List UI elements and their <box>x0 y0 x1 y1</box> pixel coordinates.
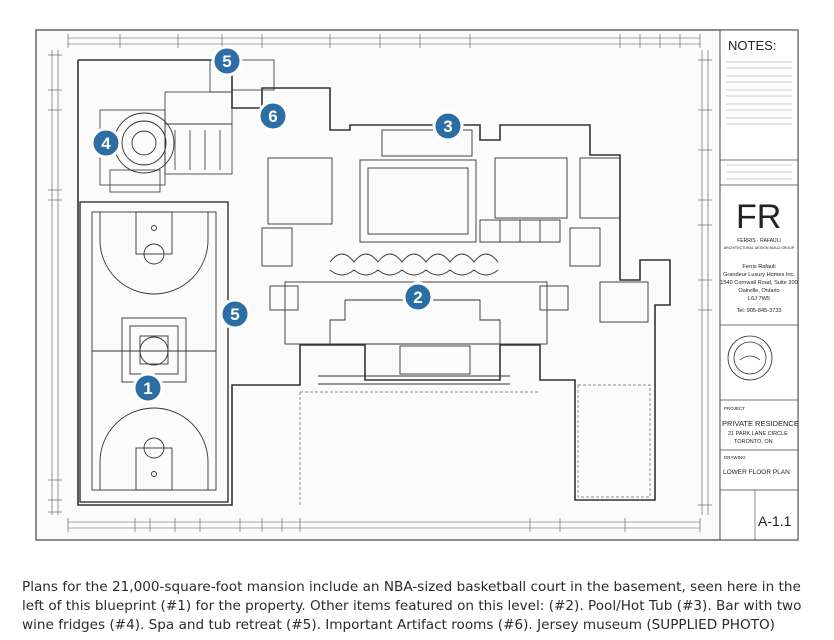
blueprint-lower-floor-plan: NOTES: FR FERRIS · RAFAULI ARCHITECTURAL… <box>35 29 799 541</box>
callout-marker-label: 1 <box>143 379 152 398</box>
company-line: Grandeur Luxury Homes Inc. <box>723 272 795 278</box>
drawing-label: DRAWING <box>724 455 746 460</box>
project-line: TORONTO, ON <box>734 439 773 445</box>
photo-caption: Plans for the 21,000-square-foot mansion… <box>22 579 802 633</box>
seal-stamp <box>727 335 773 381</box>
building-outline <box>77 59 671 506</box>
company-line: Oakville, Ontario <box>738 288 779 294</box>
logo-letters: FR <box>736 198 781 236</box>
company-line: Ferris Rafauli <box>742 264 775 270</box>
upper-left-rooms <box>99 59 275 193</box>
top-dimension-strip <box>67 34 701 48</box>
basketball-court <box>79 201 229 503</box>
company-line: 1540 Cornwall Road, Suite 200 <box>720 280 797 286</box>
callout-marker-circle <box>211 45 243 77</box>
logo-tagline: ARCHITECTURAL DESIGN BUILD GROUP <box>724 246 795 250</box>
callout-marker-circle <box>219 298 251 330</box>
project-line: PRIVATE RESIDENCE <box>722 419 799 428</box>
callout-marker-label: 5 <box>230 305 239 324</box>
project-line: 21 PARK LANE CIRCLE <box>728 431 788 437</box>
sheet-number: A-1.1 <box>758 513 792 529</box>
callout-marker-label: 4 <box>101 134 111 153</box>
notes-heading: NOTES: <box>728 38 776 53</box>
callout-markers: 1 2 3 4 5 5 6 <box>90 45 464 404</box>
bottom-dimension-strip <box>67 518 701 532</box>
pool-area <box>269 253 649 385</box>
logo-name: FERRIS · RAFAULI <box>737 238 781 244</box>
callout-marker-circle <box>90 127 122 159</box>
callout-marker-label: 3 <box>443 117 452 136</box>
lower-right-area <box>299 384 651 505</box>
company-line: L6J 7W5 <box>748 296 770 302</box>
drawing-title: LOWER FLOOR PLAN <box>723 469 790 476</box>
company-line: Tel: 905-845-3733 <box>736 308 781 314</box>
callout-marker-circle <box>132 372 164 404</box>
project-label: PROJECT <box>724 406 745 411</box>
callout-marker-label: 2 <box>413 288 422 307</box>
callout-marker-label: 6 <box>268 107 277 126</box>
title-block: NOTES: FR FERRIS · RAFAULI ARCHITECTURAL… <box>719 29 799 541</box>
right-dimension-strip <box>698 50 712 515</box>
left-dimension-strip <box>48 50 62 515</box>
callout-marker-circle <box>257 100 289 132</box>
callout-marker-label: 5 <box>222 52 231 71</box>
callout-marker-circle <box>402 281 434 313</box>
callout-marker-circle <box>432 110 464 142</box>
central-rooms <box>261 129 621 267</box>
